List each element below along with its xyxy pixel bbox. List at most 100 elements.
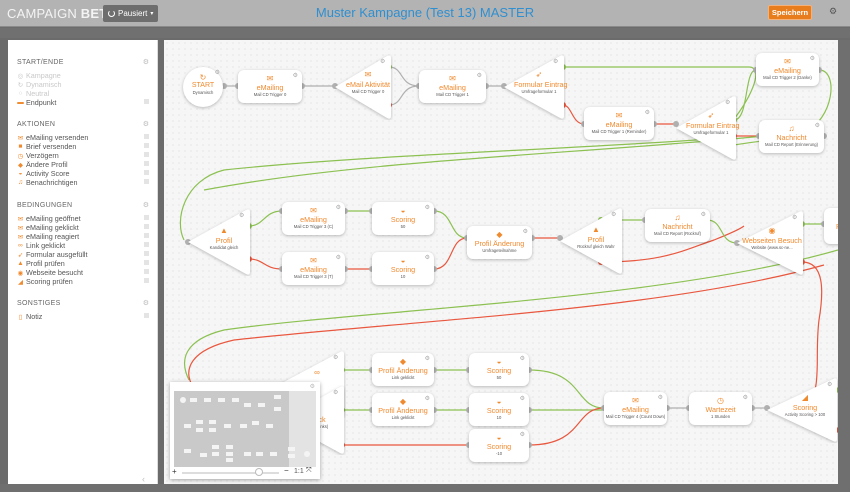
gear-icon[interactable]: ⚙ [553, 59, 559, 65]
minimap-viewport[interactable] [174, 391, 289, 467]
gear-icon[interactable]: ⚙ [644, 110, 650, 116]
node-emailing[interactable]: ⚙ ✉ eMailing Mail CD Trigger 0 [238, 70, 302, 103]
gear-icon[interactable]: ⚙ [792, 215, 798, 221]
gear-icon[interactable]: ⚙ [814, 123, 820, 129]
palette-item-endpunkt[interactable]: ▬Endpunkt [17, 98, 56, 107]
palette-item-emailing-reagiert[interactable]: ✉eMailing reagiert [17, 232, 79, 241]
gear-icon[interactable]: ⚙ [335, 205, 341, 211]
node-nachricht-rueckruf[interactable]: ⚙ ♫ Nachricht Mail CD Report (Rückruf) [645, 209, 710, 242]
palette-item-brief-versenden[interactable]: ■Brief versenden [17, 142, 77, 151]
gear-icon[interactable]: ⚙ [424, 255, 430, 261]
drag-handle[interactable] [144, 179, 149, 184]
gear-icon[interactable]: ⚙ [214, 70, 220, 76]
gear-icon[interactable]: ⚙ [519, 396, 525, 402]
gear-icon[interactable]: ⚙ [424, 356, 430, 362]
section-gear-icon[interactable]: ⚙ [142, 59, 149, 66]
zoom-in-button[interactable]: + [172, 467, 177, 476]
drag-handle[interactable] [144, 134, 149, 139]
node-emailing[interactable]: ⚙ ✉ eMailing Mail CD Trigger 1 [419, 70, 486, 103]
node-nachricht[interactable]: ⚙ ♫ Nachricht Mail CD Report (Erinnerung… [759, 120, 824, 153]
drag-handle[interactable] [144, 260, 149, 265]
gear-icon[interactable]: ⚙ [657, 395, 663, 401]
palette-item-notiz[interactable]: ▯Notiz [17, 312, 43, 321]
gear-icon[interactable]: ⚙ [809, 56, 815, 62]
palette-item-webseite-besucht[interactable]: ◉Webseite besucht [17, 268, 83, 277]
drag-handle[interactable] [144, 251, 149, 256]
palette-item-emailing-versenden[interactable]: ✉eMailing versenden [17, 133, 89, 142]
drag-handle[interactable] [144, 233, 149, 238]
collapse-sidebar-chevron-icon[interactable]: ‹ [142, 474, 145, 484]
palette-item-benachrichtigen[interactable]: ♫Benachrichtigen [17, 178, 77, 187]
zoom-slider-track[interactable] [182, 472, 279, 474]
drag-handle[interactable] [144, 161, 149, 166]
gear-icon[interactable]: ⚙ [335, 255, 341, 261]
minimap-panel[interactable]: ⚙ [170, 382, 320, 479]
node-profil-partial[interactable]: Pr [824, 208, 838, 244]
node-emailing-countdown[interactable]: ⚙ ✉ eMailing Mail CD Trigger 4 (Count Do… [604, 392, 667, 425]
save-button[interactable]: Speichern [768, 5, 812, 20]
gear-icon[interactable]: ⚙ [380, 59, 386, 65]
drag-handle[interactable] [144, 224, 149, 229]
gear-icon[interactable]: ⚙ [742, 395, 748, 401]
drag-handle[interactable] [144, 152, 149, 157]
palette-item-scoring-pruefen[interactable]: ◢Scoring prüfen [17, 277, 73, 286]
section-gear-icon[interactable]: ⚙ [142, 202, 149, 209]
node-scoring[interactable]: ⚙ ◒ Scoring 10 [469, 393, 529, 426]
palette-item-formular-ausgefuellt[interactable]: ➶Formular ausgefüllt [17, 250, 88, 259]
start-node[interactable]: ⚙ ↻ START Dynamisch [183, 67, 223, 107]
node-profil-aenderung[interactable]: ⚙ ◆ Profil Änderung Link geklickt [372, 393, 434, 426]
palette-item-profil-pruefen[interactable]: ▲Profil prüfen [17, 259, 64, 268]
node-scoring[interactable]: ⚙ ◒ Scoring -10 [469, 429, 529, 462]
palette-item-activity-score[interactable]: ◒Activity Score [17, 169, 70, 178]
node-profil-aenderung[interactable]: ⚙ ◆ Profil Änderung Link geklickt [372, 353, 434, 386]
drag-handle[interactable] [144, 269, 149, 274]
palette-item-aendere-profil[interactable]: ◆Ändere Profil [17, 160, 68, 169]
gear-icon[interactable]: ⚙ [700, 212, 706, 218]
node-scoring[interactable]: ⚙ ◒ Scoring 50 [372, 202, 434, 235]
node-scoring[interactable]: ⚙ ◒ Scoring 10 [372, 252, 434, 285]
gear-icon[interactable]: ⚙ [424, 205, 430, 211]
drag-handle[interactable] [144, 170, 149, 175]
gear-icon[interactable]: ⚙ [519, 356, 525, 362]
gear-icon[interactable]: ⚙ [239, 213, 245, 219]
node-emailing[interactable]: ⚙ ✉ eMailing Mail CD Trigger 3 (C) [282, 202, 345, 235]
gear-icon[interactable]: ⚙ [725, 100, 731, 106]
gear-icon[interactable]: ⚙ [827, 382, 833, 388]
gear-icon[interactable]: ⚙ [476, 73, 482, 79]
gear-icon[interactable]: ⚙ [522, 229, 528, 235]
gear-icon[interactable]: ⚙ [333, 355, 339, 361]
drag-handle[interactable] [144, 242, 149, 247]
drag-handle[interactable] [144, 278, 149, 283]
drag-handle[interactable] [144, 313, 149, 318]
drag-handle[interactable] [144, 99, 149, 104]
node-profil-aenderung[interactable]: ⚙ ◆ Profil Änderung Umfrageteilnahme [467, 226, 532, 259]
gear-icon[interactable]: ⚙ [519, 432, 525, 438]
gear-icon[interactable]: ⚙ [424, 396, 430, 402]
zoom-slider-handle[interactable] [255, 468, 263, 476]
section-gear-icon[interactable]: ⚙ [142, 300, 149, 307]
expand-icon[interactable]: ⤧ [306, 467, 312, 474]
gear-icon[interactable]: ⚙ [829, 6, 838, 16]
gear-icon[interactable]: ⚙ [333, 390, 339, 396]
gear-icon[interactable]: ⚙ [292, 73, 298, 79]
gear-icon[interactable]: ⚙ [309, 384, 315, 390]
node-wartezeit[interactable]: ⚙ ◷ Wartezeit 1 Stunden [689, 392, 752, 425]
node-scoring[interactable]: ⚙ ◒ Scoring 50 [469, 353, 529, 386]
node-emailing-reminder[interactable]: ⚙ ✉ eMailing Mail CD Trigger 1 (Reminder… [584, 107, 654, 140]
palette-item-emailing-geklickt[interactable]: ✉eMailing geklickt [17, 223, 79, 232]
drag-handle[interactable] [144, 143, 149, 148]
palette-item-emailing-geoeffnet[interactable]: ✉eMailing geöffnet [17, 214, 81, 223]
zoom-out-button[interactable]: − [284, 466, 289, 475]
palette-item-link-geklickt[interactable]: ∞Link geklickt [17, 241, 65, 250]
minimap-overview[interactable] [174, 391, 316, 467]
gear-icon[interactable]: ⚙ [611, 212, 617, 218]
workflow-canvas[interactable]: ⚙ ↻ START Dynamisch ⚙ ✉ eMailing Mail CD… [164, 40, 838, 484]
palette-item-verzoegern[interactable]: ◷Verzögern [17, 151, 59, 160]
zoom-reset-button[interactable]: 1:1 [294, 468, 304, 475]
